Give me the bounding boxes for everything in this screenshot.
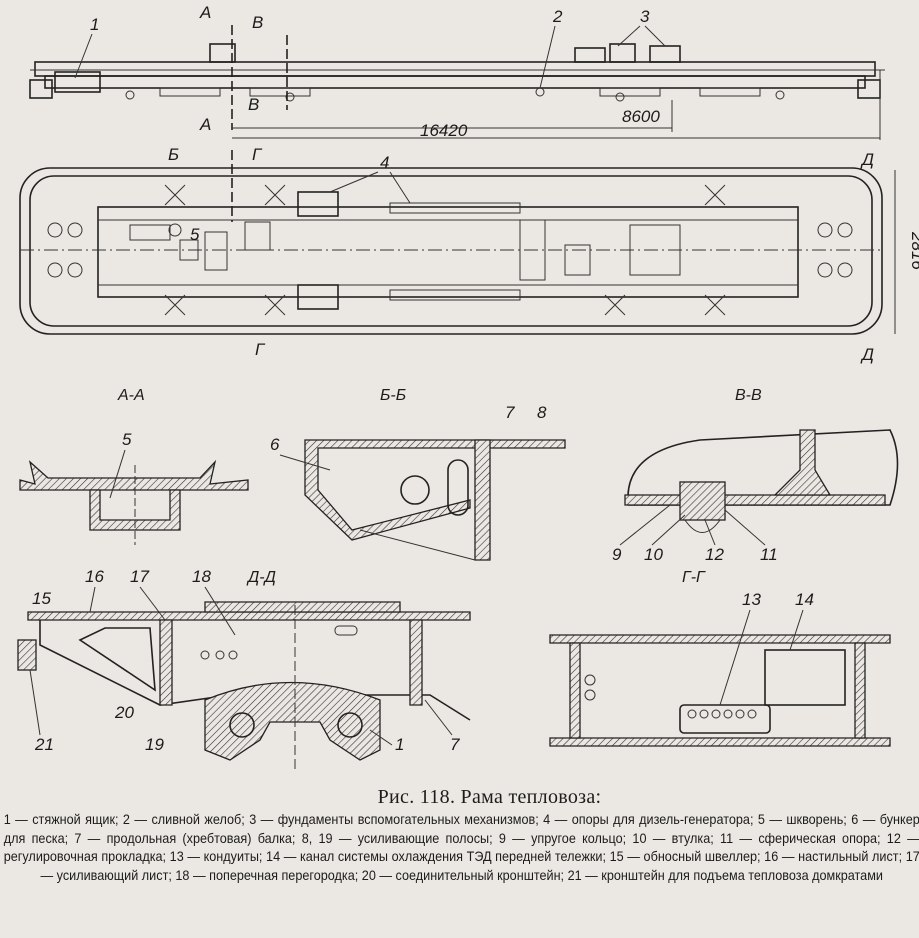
section-mark-b: Б bbox=[168, 145, 179, 164]
caption-title: Рис. 118. Рама тепловоза: bbox=[377, 786, 602, 808]
section-dd bbox=[17, 601, 471, 770]
section-title-aa: А-А bbox=[117, 387, 145, 404]
callout-19: 19 bbox=[145, 735, 164, 754]
callout-13: 13 bbox=[742, 590, 761, 609]
section-mark-a-top: А bbox=[199, 3, 211, 22]
section-title-dd: Д-Д bbox=[246, 569, 276, 586]
section-mark-a-bottom: А bbox=[199, 115, 211, 134]
callout-6: 6 bbox=[270, 435, 280, 454]
section-gg bbox=[549, 634, 891, 747]
section-bb bbox=[304, 439, 566, 561]
callout-1-dd: 1 bbox=[395, 735, 404, 754]
dimension-2816: 2816 bbox=[908, 231, 919, 270]
callout-3: 3 bbox=[640, 7, 650, 26]
dimension-16420: 16420 bbox=[420, 121, 468, 140]
section-vv bbox=[624, 429, 899, 533]
caption-legend: 1 — стяжной ящик; 2 — сливной желоб; 3 —… bbox=[3, 812, 919, 883]
callout-17: 17 bbox=[130, 567, 149, 586]
locomotive-frame-drawing: 1 2 3 А А В В 8600 16420 bbox=[17, 3, 919, 770]
callout-7-dd: 7 bbox=[450, 735, 460, 754]
callout-8: 8 bbox=[537, 403, 547, 422]
callout-21: 21 bbox=[34, 735, 54, 754]
section-mark-d-top: Д bbox=[860, 150, 874, 169]
section-title-bb: Б-Б bbox=[380, 387, 406, 404]
callout-16: 16 bbox=[85, 567, 104, 586]
callout-5: 5 bbox=[122, 430, 132, 449]
section-mark-v-top: В bbox=[252, 13, 263, 32]
callout-11: 11 bbox=[760, 545, 778, 564]
callout-15: 15 bbox=[32, 589, 51, 608]
section-aa bbox=[19, 459, 249, 545]
figure-caption: Рис. 118. Рама тепловоза: 1 — стяжной ящ… bbox=[0, 786, 919, 885]
callout-7-bb: 7 bbox=[505, 403, 515, 422]
callout-5-plan: 5 bbox=[190, 225, 200, 244]
callout-14: 14 bbox=[795, 590, 814, 609]
callout-4: 4 bbox=[380, 153, 389, 172]
plan-view bbox=[19, 150, 896, 335]
callout-20: 20 bbox=[114, 703, 134, 722]
callout-18: 18 bbox=[192, 567, 211, 586]
section-title-gg: Г-Г bbox=[682, 569, 706, 586]
callout-2: 2 bbox=[552, 7, 563, 26]
section-mark-g-bottom: Г bbox=[255, 340, 266, 359]
section-mark-d-bottom: Д bbox=[860, 345, 874, 364]
callout-9: 9 bbox=[612, 545, 622, 564]
callout-1: 1 bbox=[90, 15, 99, 34]
callout-12: 12 bbox=[705, 545, 724, 564]
dimension-8600: 8600 bbox=[622, 107, 660, 126]
section-title-vv: В-В bbox=[735, 387, 762, 404]
section-mark-v-bottom: В bbox=[248, 95, 259, 114]
callout-10: 10 bbox=[644, 545, 663, 564]
section-mark-g-top: Г bbox=[252, 145, 263, 164]
